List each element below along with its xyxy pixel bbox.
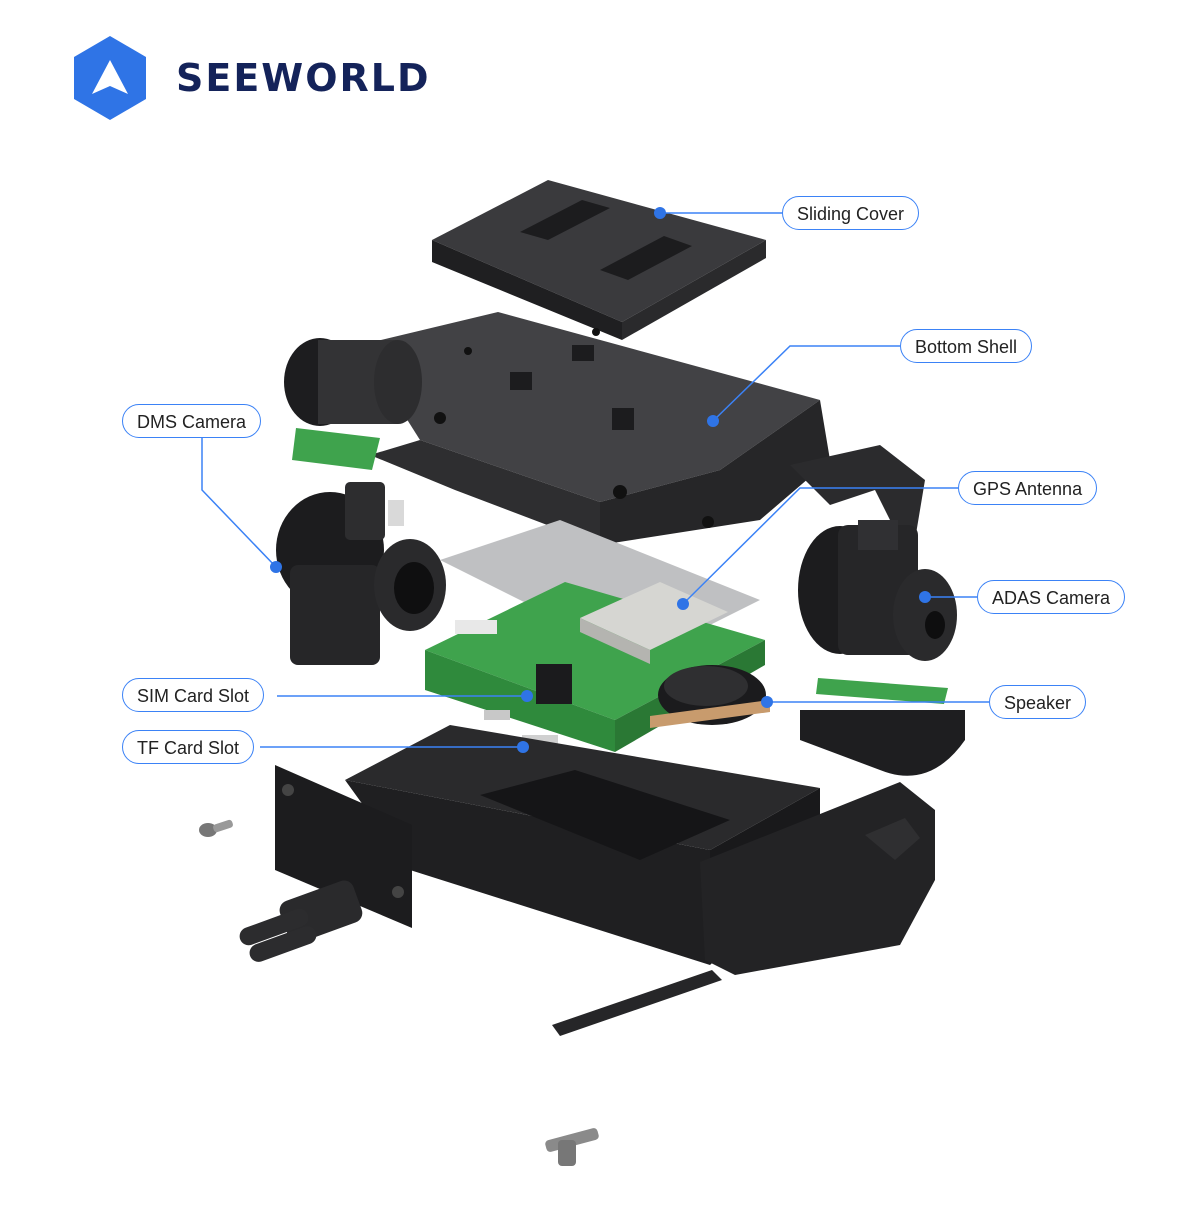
bottom-enclosure-part xyxy=(345,725,935,975)
sliding-cover-part xyxy=(432,180,766,340)
speaker-part xyxy=(650,665,770,728)
callout-sim-card-slot: SIM Card Slot xyxy=(122,678,265,712)
side-panel-part xyxy=(239,765,412,962)
callout-tf-card-slot: TF Card Slot xyxy=(122,730,255,764)
leader-dots xyxy=(270,207,931,753)
rubber-strip-part xyxy=(552,970,722,1036)
callout-gps-antenna: GPS Antenna xyxy=(958,471,1098,505)
brand-name: SEEWORLD xyxy=(176,56,431,100)
adas-camera-part xyxy=(798,520,965,776)
callout-bottom-shell: Bottom Shell xyxy=(900,329,1033,363)
seeworld-logo-icon xyxy=(74,36,146,120)
callout-speaker: Speaker xyxy=(989,685,1087,719)
mounting-clip-part xyxy=(545,1128,599,1166)
screw-part xyxy=(199,819,233,837)
callout-dms-camera: DMS Camera xyxy=(122,404,262,438)
callout-sliding-cover: Sliding Cover xyxy=(782,196,920,230)
dms-camera-part xyxy=(276,428,446,665)
callout-adas-camera: ADAS Camera xyxy=(977,580,1126,614)
leader-lines xyxy=(201,212,989,748)
bottom-shell-part xyxy=(284,312,925,545)
